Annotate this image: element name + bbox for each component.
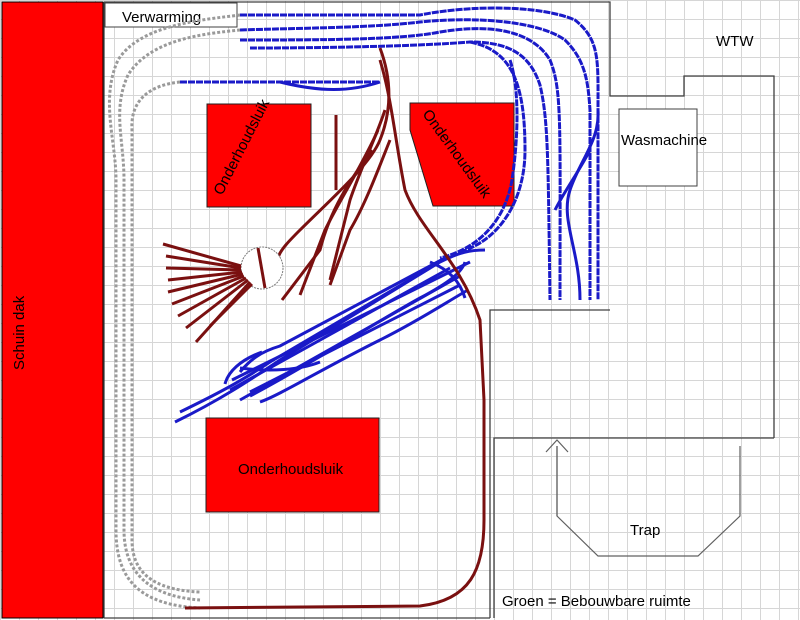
maintenance-hatch-3-label: Onderhoudsluik [238,461,344,478]
wtw-label: WTW [716,33,754,50]
turntable-radial-tracks [162,242,254,344]
washing-machine-label: Wasmachine [621,132,707,149]
washing-machine [618,108,698,187]
heating-label: Verwarming [122,9,201,26]
blue-yard [174,248,486,424]
brown-track [184,47,486,610]
heating-box [104,2,238,28]
maintenance-hatch-1 [206,103,312,208]
stairs-label: Trap [630,522,660,539]
sloped-roof-area [1,1,104,619]
turntable [240,246,284,290]
legend-text: Groen = Bebouwbare ruimte [502,593,691,610]
stairs [545,439,741,557]
blue-track-upper [180,6,600,301]
room-walls [103,1,775,619]
maintenance-hatch-2 [409,102,515,207]
sloped-roof-label: Schuin dak [11,295,28,370]
maintenance-hatch-3 [205,417,380,513]
grey-track [107,13,241,610]
